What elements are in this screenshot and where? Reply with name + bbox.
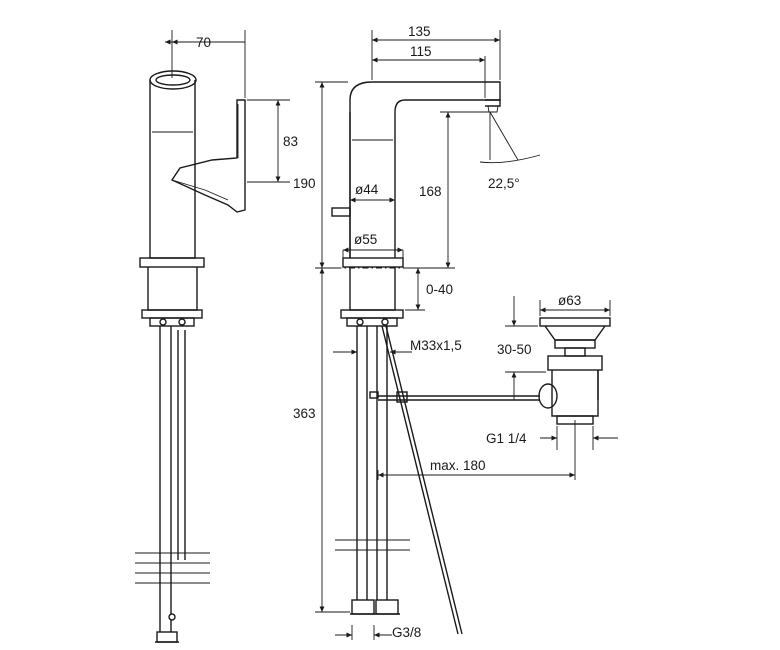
dim-width-side: 70 [196,35,211,50]
dim-waste-diameter: ø63 [558,293,581,308]
front-view [315,30,576,640]
dim-outlet-height: 168 [419,184,442,199]
dim-body-diameter: ø44 [355,182,379,197]
dim-base-diameter: ø55 [354,232,377,247]
dim-hose-thread: G3/8 [392,625,421,640]
dim-spout-angle: 22,5° [488,176,520,191]
dim-rod-max: max. 180 [430,458,486,473]
dim-overall-height: 190 [293,176,316,191]
dim-below-deck-length: 363 [293,406,316,421]
dim-lever-height: 83 [283,134,298,149]
dimension-labels: 70 83 135 115 190 168 ø44 ø55 22,5° 0-40… [196,24,581,640]
side-view [135,30,290,643]
dim-mounting-range: 0-40 [426,282,453,297]
dim-waste-thread: G1 1/4 [486,431,527,446]
dim-thread: M33x1,5 [410,338,462,353]
dim-spout-reach: 135 [408,24,431,39]
dim-spout-reach-inner: 115 [410,44,432,59]
dim-waste-height: 30-50 [497,342,532,357]
waste-valve-view [505,296,618,450]
